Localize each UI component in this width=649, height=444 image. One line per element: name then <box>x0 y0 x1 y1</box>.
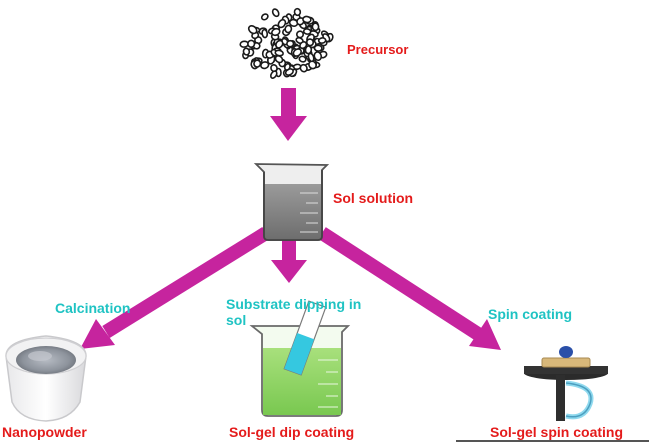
precursor-bead <box>296 30 305 39</box>
precursor-beads-icon <box>239 7 334 79</box>
precursor-bead <box>260 13 269 21</box>
precursor-bead <box>274 49 284 57</box>
precursor-bead <box>307 52 315 63</box>
dip-coating-label: Sol-gel dip coating <box>229 424 355 440</box>
nanopowder-label: Nanopowder <box>2 424 87 440</box>
arrow-sol-to-spin <box>318 227 501 350</box>
substrate-dipping-label: Substrate dipping in sol <box>226 296 362 328</box>
precursor-bead <box>311 22 320 32</box>
precursor-bead <box>313 44 323 52</box>
arrow-sol-to-calcination <box>80 227 270 349</box>
precursor-bead <box>286 39 295 48</box>
spin-coating-label: Spin coating <box>488 306 572 322</box>
precursor-bead <box>302 15 312 24</box>
precursor-bead <box>305 38 315 47</box>
calcination-label: Calcination <box>55 300 131 316</box>
precursor-bead <box>293 7 302 17</box>
precursor-bead <box>271 27 281 37</box>
precursor-bead <box>242 47 251 56</box>
precursor-bead <box>292 48 302 57</box>
precursor-bead <box>271 8 280 18</box>
substrate-slide-icon <box>283 300 327 376</box>
spin-coating-result-label: Sol-gel spin coating <box>490 424 624 440</box>
spin-coater-icon <box>524 346 608 421</box>
crucible-icon <box>5 335 87 422</box>
precursor-bead <box>247 24 258 35</box>
arrow-precursor-to-sol <box>270 88 307 141</box>
beaker-grey-icon <box>253 163 330 241</box>
precursor-bead <box>260 61 270 70</box>
precursor-bead <box>298 55 307 63</box>
precursor-bead <box>284 24 293 34</box>
arrow-sol-to-dip <box>271 240 307 283</box>
precursor-bead <box>308 60 317 70</box>
precursor-bead <box>299 63 308 73</box>
precursor-bead <box>261 28 269 39</box>
precursor-bead <box>313 51 323 62</box>
precursor-bead <box>275 39 284 49</box>
precursor-bead <box>283 62 291 71</box>
precursor-bead <box>247 39 256 48</box>
sol-solution-label: Sol solution <box>333 190 414 206</box>
precursor-bead <box>270 70 278 79</box>
precursor-bead <box>317 37 327 44</box>
precursor-bead <box>253 59 262 68</box>
precursor-bead <box>302 28 312 35</box>
precursor-label: Precursor <box>347 42 409 57</box>
precursor-bead <box>277 18 287 29</box>
